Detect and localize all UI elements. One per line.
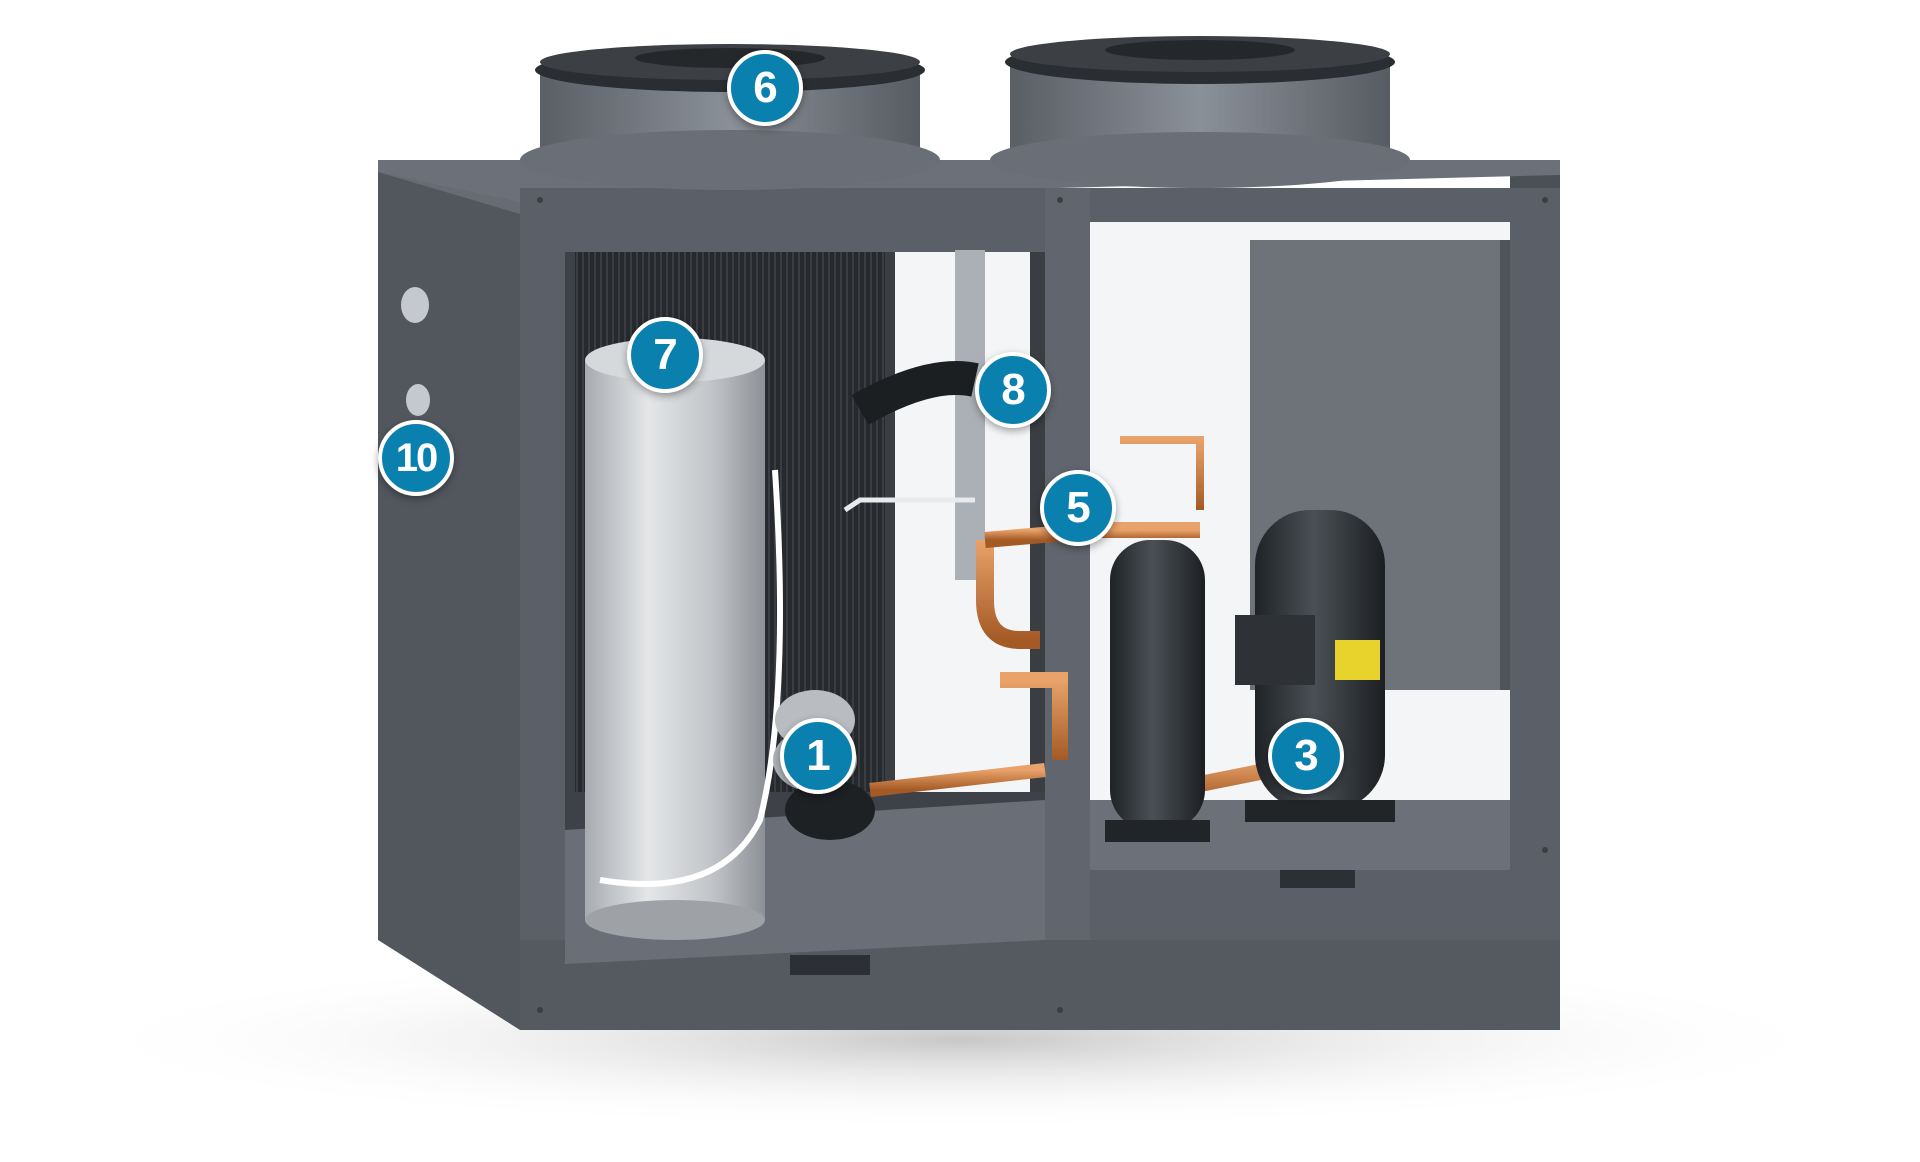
left-side-panel [378, 160, 520, 1030]
storage-tank [585, 338, 783, 940]
callout-7-marker[interactable]: 7 [627, 317, 703, 393]
compressor-left [1105, 540, 1210, 842]
callout-6-marker[interactable]: 6 [727, 50, 803, 126]
callout-3-marker[interactable]: 3 [1268, 718, 1344, 794]
center-post [1045, 188, 1090, 1030]
side-water-connections [401, 287, 430, 416]
callout-10-marker[interactable]: 10 [378, 420, 454, 496]
fan-left [520, 44, 940, 190]
fan-right [990, 36, 1410, 188]
callout-8-marker[interactable]: 8 [975, 352, 1051, 428]
callout-1-marker[interactable]: 1 [780, 718, 856, 794]
callout-5-marker[interactable]: 5 [1040, 470, 1116, 546]
